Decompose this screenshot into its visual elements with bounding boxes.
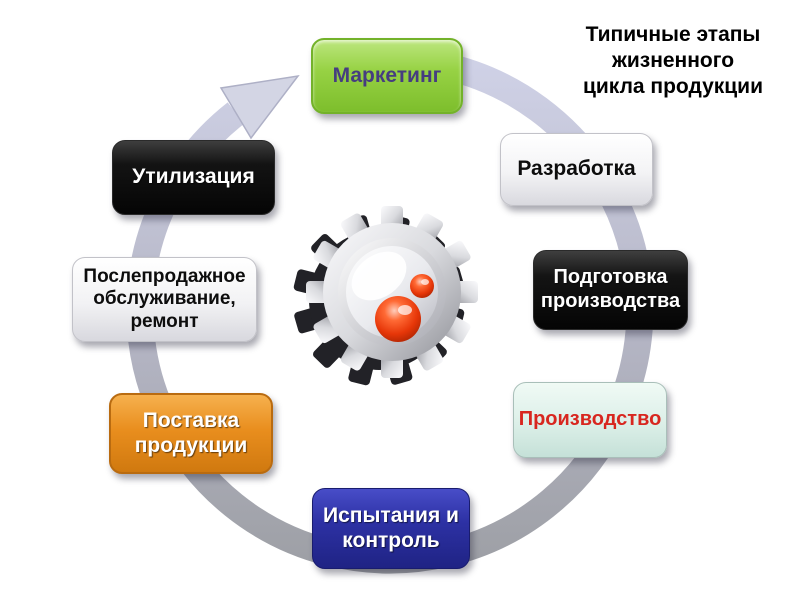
red-sphere-large-icon (375, 296, 421, 342)
stage-box-utilizaciya: Утилизация (112, 140, 275, 215)
stage-label: Подготовка производства (540, 266, 681, 312)
stage-box-postavka-produkcii: Поставка продукции (109, 393, 273, 474)
stage-label: Маркетинг (332, 63, 442, 87)
stage-label: Испытания и контроль (323, 503, 459, 552)
title-line-3: цикла продукции (582, 75, 763, 98)
stage-box-marketing: Маркетинг (311, 38, 463, 114)
red-sphere-small-icon (410, 274, 434, 298)
gear-highlight (351, 251, 407, 301)
cycle-arrowhead-icon (219, 74, 300, 140)
sphere-spec-small (421, 279, 429, 285)
stage-box-proizvodstvo: Производство (513, 382, 667, 458)
stage-box-posleprodazhnoe-obsluzhivanie: Послепродажное обслуживание, ремонт (72, 257, 257, 342)
stage-box-razrabotka: Разработка (500, 133, 653, 206)
title-line-2: жизненного (611, 49, 735, 72)
stage-label: Утилизация (132, 165, 255, 189)
stage-label: Поставка продукции (134, 408, 248, 457)
stage-box-podgotovka-proizvodstva: Подготовка производства (533, 250, 688, 330)
stage-label: Производство (518, 408, 662, 431)
gear-icon (293, 206, 478, 386)
sphere-spec-large (398, 305, 412, 315)
title-line-1: Типичные этапы (585, 23, 761, 46)
stage-label: Послепродажное обслуживание, ремонт (83, 265, 246, 332)
stage-box-ispytaniya-i-kontrol: Испытания и контроль (312, 488, 470, 569)
stage-label: Разработка (517, 157, 636, 181)
page-title: Типичные этапы жизненного цикла продукци… (553, 22, 793, 100)
